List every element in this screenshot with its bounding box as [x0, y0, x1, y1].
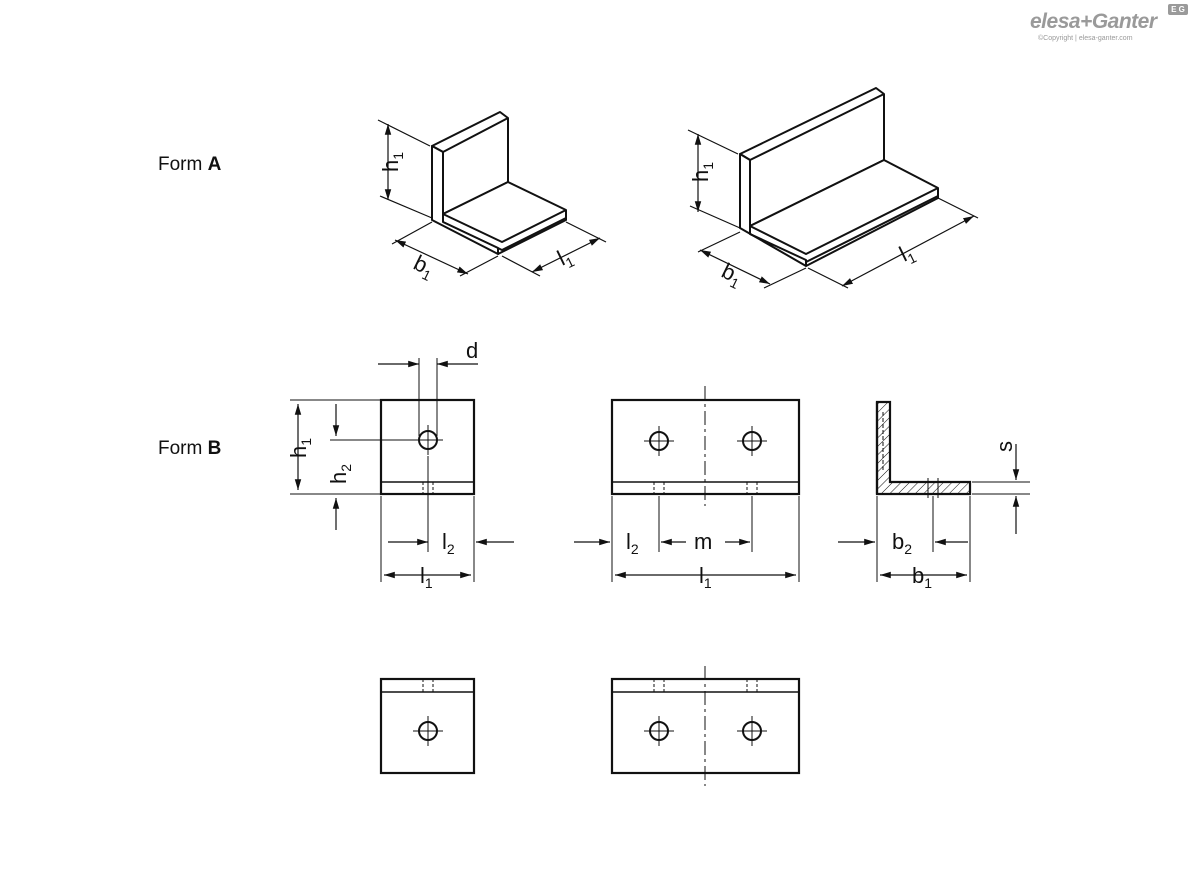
label-d: d — [466, 338, 478, 363]
label-a-small-l1: l1 — [553, 242, 577, 273]
label-b-left-l2: l2 — [442, 529, 455, 557]
label-b-left-l1: l1 — [420, 563, 433, 591]
form-a-long-dims — [687, 129, 979, 289]
form-b-bottom-long-view — [610, 666, 801, 786]
label-a-long-b1: b1 — [716, 258, 746, 292]
label-b-h2: h2 — [326, 464, 354, 484]
form-b-bottom-small-view — [379, 677, 476, 775]
label-a-small-b1: b1 — [408, 250, 438, 284]
form-b-label: Form B — [158, 438, 221, 460]
label-b2: b2 — [892, 529, 912, 557]
form-a-long-bracket — [739, 87, 939, 267]
logo-brand: elesa+Ganter — [1030, 10, 1157, 33]
label-s: s — [992, 441, 1017, 452]
form-a-small-dims — [377, 119, 607, 277]
label-b-h1: h1 — [286, 438, 314, 458]
form-a-label: Form A — [158, 154, 221, 176]
form-a-small-bracket — [431, 111, 567, 255]
label-a-long-h1: h1 — [688, 162, 716, 182]
elesa-ganter-logo: elesa+Ganter ©Copyright | elesa-ganter.c… — [1030, 4, 1190, 46]
form-b-letter: B — [207, 438, 222, 459]
label-b-mid-l1: l1 — [699, 563, 712, 591]
label-m: m — [694, 529, 712, 554]
form-a-letter: A — [207, 154, 222, 175]
logo-badge: E G — [1168, 4, 1188, 15]
label-a-long-l1: l1 — [895, 238, 919, 269]
form-b-long-front-view — [574, 386, 801, 582]
form-b-front-view — [290, 358, 514, 582]
label-a-small-h1: h1 — [378, 152, 406, 172]
form-b-prefix: Form — [158, 438, 203, 459]
label-b-mid-l2: l2 — [626, 529, 639, 557]
label-b1: b1 — [912, 563, 932, 591]
form-b-side-profile — [838, 400, 1030, 582]
form-a-prefix: Form — [158, 154, 203, 175]
logo-copyright: ©Copyright | elesa-ganter.com — [1038, 35, 1133, 42]
